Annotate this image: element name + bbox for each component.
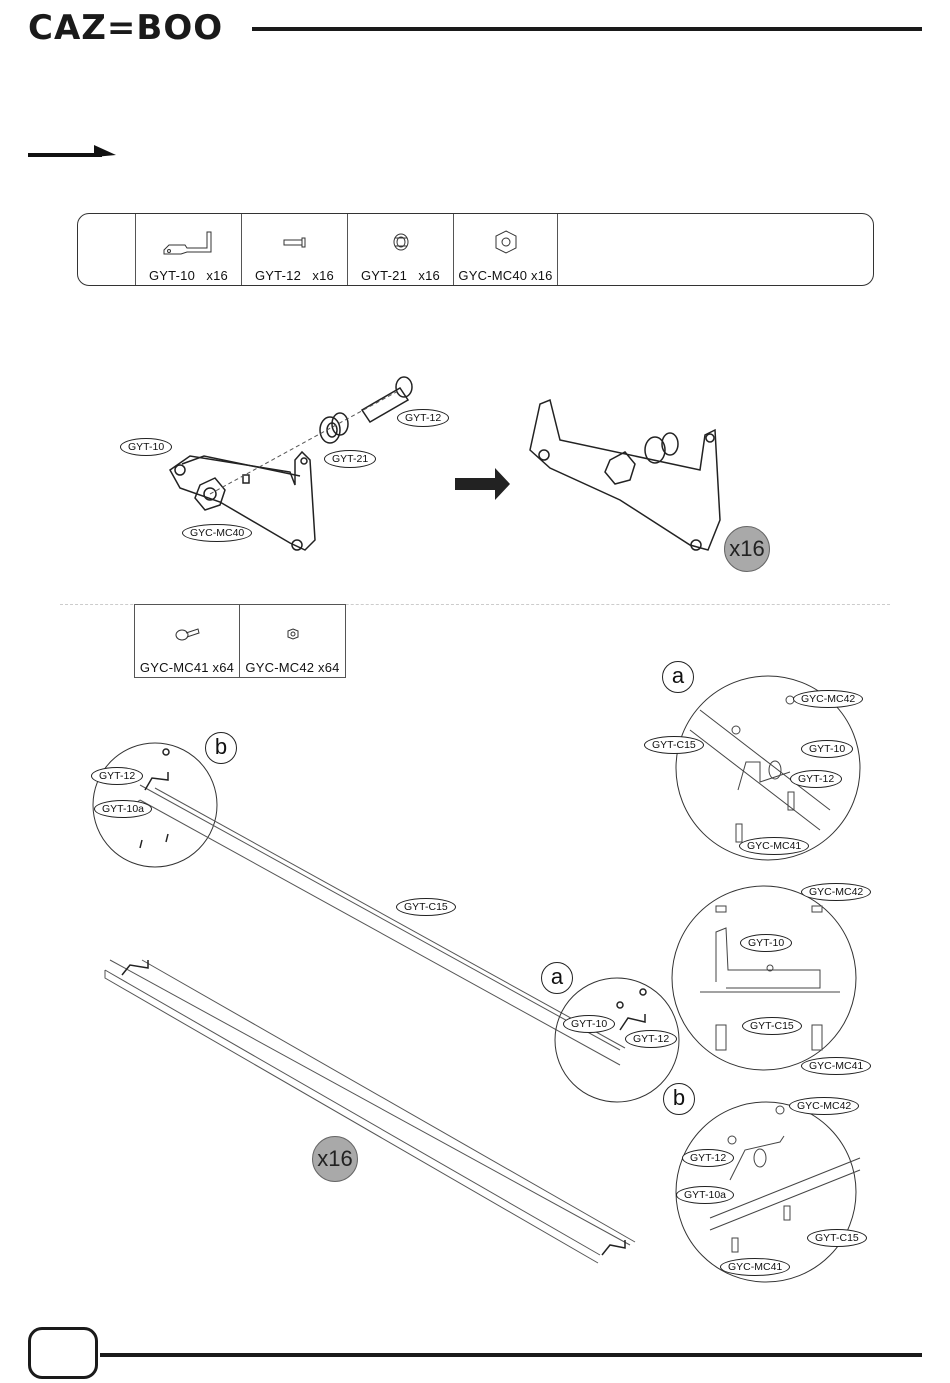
step-arrow-icon bbox=[28, 142, 118, 162]
callout-gyt10a: GYT-10a bbox=[94, 800, 152, 818]
part-cell-gycmc41: GYC-MC41 x64 bbox=[135, 605, 240, 677]
footer-rule bbox=[100, 1353, 922, 1357]
page-number-box bbox=[28, 1327, 98, 1379]
multiplier-badge-2: x16 bbox=[312, 1136, 358, 1182]
callout-gyt12: GYT-12 bbox=[91, 767, 143, 785]
callout-gytc15: GYT-C15 bbox=[644, 736, 704, 754]
part-cell-gycmc40: GYC-MC40 x16 bbox=[453, 214, 558, 285]
callout-gycmc40: GYC-MC40 bbox=[182, 524, 252, 542]
parts-list-box: GYT-10 x16 GYT-12 x16 GYT-21 x16 GYC-MC4… bbox=[77, 213, 874, 286]
callout-gycmc42: GYC-MC42 bbox=[793, 690, 863, 708]
parts-list-box-2: GYC-MC41 x64 GYC-MC42 x64 bbox=[134, 604, 346, 678]
callout-gycmc42: GYC-MC42 bbox=[789, 1097, 859, 1115]
part-cell-gyt10: GYT-10 x16 bbox=[135, 214, 241, 285]
multiplier-badge: x16 bbox=[724, 526, 770, 572]
nut-part-icon bbox=[491, 228, 521, 258]
header-rule bbox=[252, 27, 922, 31]
part-label: GYT-21 x16 bbox=[348, 268, 453, 283]
bushing-part-icon bbox=[386, 228, 416, 258]
callout-gyt10a: GYT-10a bbox=[676, 1186, 734, 1204]
brand-logo: CAZ=BOO bbox=[28, 8, 223, 48]
assembly-arrow-icon bbox=[455, 468, 510, 500]
step2-rail-assembly-illustration bbox=[80, 730, 640, 1290]
upper-rail-drawing bbox=[120, 785, 625, 1065]
pin-part-icon bbox=[280, 228, 310, 258]
part-label: GYC-MC41 x64 bbox=[135, 660, 239, 675]
part-label: GYC-MC40 x16 bbox=[454, 268, 557, 283]
zoom-letter-a: a bbox=[662, 661, 694, 693]
callout-gycmc41: GYC-MC41 bbox=[739, 837, 809, 855]
screw-part-icon bbox=[172, 619, 202, 649]
bracket-assembled-drawing bbox=[530, 400, 720, 550]
step1-bracket-assembly-illustration bbox=[100, 360, 800, 580]
callout-gyt12: GYT-12 bbox=[682, 1149, 734, 1167]
callout-gyt12: GYT-12 bbox=[397, 409, 449, 427]
part-cell-gycmc42: GYC-MC42 x64 bbox=[240, 605, 345, 677]
part-label: GYT-10 x16 bbox=[136, 268, 241, 283]
callout-gycmc41: GYC-MC41 bbox=[801, 1057, 871, 1075]
zoom-a-drawing bbox=[690, 696, 830, 842]
detail-a-bracket bbox=[617, 989, 646, 1030]
callout-gytc15: GYT-C15 bbox=[807, 1229, 867, 1247]
part-cell-gyt21: GYT-21 x16 bbox=[347, 214, 453, 285]
callout-gytc15: GYT-C15 bbox=[742, 1017, 802, 1035]
part-label: GYT-12 x16 bbox=[242, 268, 347, 283]
callout-gyt10: GYT-10 bbox=[120, 438, 172, 456]
callout-gyt10: GYT-10 bbox=[740, 934, 792, 952]
bushing-exploded-drawing bbox=[320, 413, 348, 443]
detail-letter-b: b bbox=[205, 732, 237, 764]
callout-gycmc41: GYC-MC41 bbox=[720, 1258, 790, 1276]
small-nut-part-icon bbox=[278, 619, 308, 649]
zoom-circle-side bbox=[672, 886, 856, 1070]
part-label: GYC-MC42 x64 bbox=[240, 660, 345, 675]
callout-gyt12: GYT-12 bbox=[790, 770, 842, 788]
bracket-part-icon bbox=[161, 228, 217, 258]
callout-gyt10: GYT-10 bbox=[801, 740, 853, 758]
callout-gytc15: GYT-C15 bbox=[396, 898, 456, 916]
part-cell-gyt12: GYT-12 x16 bbox=[241, 214, 347, 285]
rail-end-brackets bbox=[122, 960, 625, 1255]
detail-letter-a: a bbox=[541, 962, 573, 994]
callout-gyt21: GYT-21 bbox=[324, 450, 376, 468]
callout-gyt10: GYT-10 bbox=[563, 1015, 615, 1033]
lower-rail-drawing bbox=[105, 960, 635, 1263]
callout-gycmc42: GYC-MC42 bbox=[801, 883, 871, 901]
